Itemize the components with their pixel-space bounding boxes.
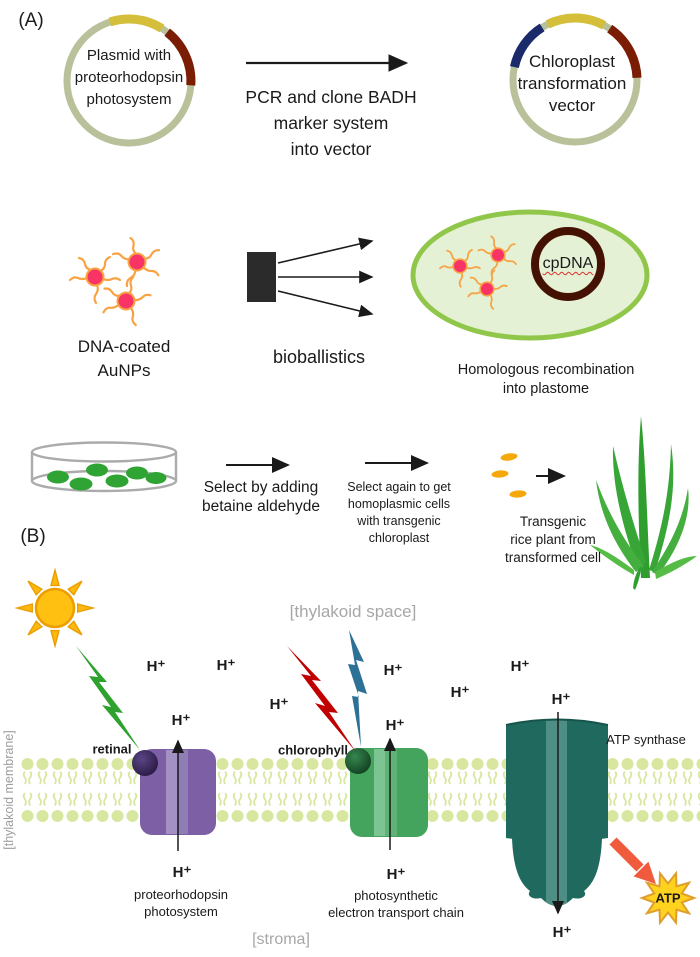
bioballistics-label: bioballistics — [272, 347, 366, 367]
proton-flow-arrows — [172, 712, 564, 915]
select1-caption: Select by adding betaine aldehyde — [201, 479, 321, 515]
proton-label-11: H⁺ — [386, 866, 406, 883]
atp-synthase-label: ATP synthase — [606, 732, 686, 747]
plasmid-source-caption: Plasmid with proteorhodopsin photosystem — [74, 47, 184, 108]
aunp-caption: DNA-coated AuNPs — [77, 337, 171, 380]
transformation-vector-icon — [509, 13, 642, 146]
proton-label-8: H⁺ — [551, 691, 571, 708]
retinal-ball-icon — [132, 750, 158, 776]
proton-label-10: H⁺ — [172, 864, 192, 881]
chlorophyll-label: chlorophyll — [277, 742, 349, 758]
proton-label-9: H⁺ — [385, 717, 405, 734]
atp-burst-icon — [639, 870, 697, 926]
thylakoid-space-label: [thylakoid space] — [289, 602, 417, 621]
vector-caption: Chloroplast transformation vector — [517, 52, 627, 115]
thylakoid-membrane-label: [thylakoid membrane] — [2, 730, 16, 850]
etc-protein-icon — [350, 748, 428, 837]
petri-dish-icon — [30, 441, 178, 493]
cpdna-label: cpDNA — [542, 255, 594, 272]
rice-caption: Transgenic rice plant from transformed c… — [504, 514, 602, 565]
plastid-cell-icon — [410, 209, 650, 341]
plasmid-source-icon — [63, 14, 196, 147]
proton-label-5: H⁺ — [383, 662, 403, 679]
atp-synthase-icon — [505, 718, 609, 906]
stroma-label: [stroma] — [252, 931, 310, 948]
proton-label-12: H⁺ — [552, 924, 572, 941]
sun-icon — [14, 567, 96, 649]
thylakoid-membrane-icon — [20, 757, 700, 823]
proton-label-6: H⁺ — [450, 684, 470, 701]
aunp-group-icon — [68, 232, 170, 336]
blue-light-bolt-icon — [348, 630, 367, 747]
retinal-label: retinal — [92, 741, 132, 757]
etc-caption: photosynthetic electron transport chain — [328, 888, 464, 920]
proton-label-1: H⁺ — [146, 658, 166, 675]
callus-grains-icon — [491, 453, 527, 498]
recombination-caption: Homologous recombination into plastome — [457, 362, 635, 397]
proton-label-3: H⁺ — [269, 696, 289, 713]
proton-label-7: H⁺ — [510, 658, 530, 675]
atp-output-arrow — [609, 837, 656, 884]
proteorhodopsin-caption: proteorhodopsin photosystem — [134, 887, 228, 919]
panel-a-label: (A) — [18, 10, 44, 31]
bioballistics-gun-icon — [247, 237, 374, 318]
pcr-step-caption: PCR and clone BADH marker system into ve… — [245, 87, 417, 159]
red-light-bolt-icon — [287, 646, 356, 752]
panel-b-label: (B) — [20, 526, 46, 547]
select2-caption: Select again to get homoplasmic cells wi… — [347, 480, 451, 545]
atp-burst-label: ATP — [655, 890, 681, 906]
cpdna-ring-icon — [531, 227, 605, 301]
proton-label-2: H⁺ — [216, 657, 236, 674]
green-colonies-icon — [47, 463, 167, 491]
chlorophyll-ball-icon — [345, 748, 371, 774]
proton-label-4: H⁺ — [171, 712, 191, 729]
rice-plant-icon — [590, 416, 697, 590]
green-light-bolt-icon — [76, 646, 140, 750]
